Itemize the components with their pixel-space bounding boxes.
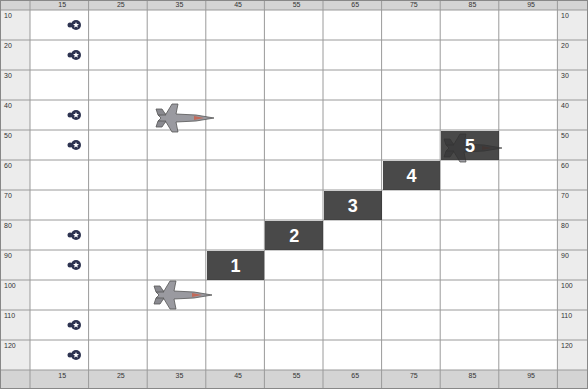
callout-number: 4 <box>406 166 416 186</box>
callout-number: 5 <box>465 136 475 156</box>
column-number: 75 <box>410 372 418 380</box>
row-number: 20 <box>4 42 12 50</box>
column-number: 75 <box>410 1 418 9</box>
numbered-square: 4 <box>383 161 441 190</box>
row-number: 100 <box>4 282 16 290</box>
row-number: 10 <box>561 12 569 20</box>
column-number: 65 <box>351 1 359 9</box>
row-number: 40 <box>4 102 12 110</box>
callout-number: 2 <box>289 226 299 246</box>
row-number: 110 <box>561 312 572 320</box>
numbered-square: 1 <box>207 251 265 280</box>
row-number: 50 <box>561 132 569 140</box>
row-number: 100 <box>561 282 573 290</box>
numbered-square: 2 <box>265 221 323 250</box>
row-number: 20 <box>561 42 569 50</box>
row-number: 60 <box>561 162 569 170</box>
column-number: 45 <box>234 1 242 9</box>
column-number: 55 <box>293 372 301 380</box>
numbered-square: 5 <box>441 131 499 160</box>
column-number: 15 <box>58 1 66 9</box>
row-number: 10 <box>4 12 12 20</box>
row-number: 70 <box>4 192 12 200</box>
column-number: 45 <box>234 372 242 380</box>
row-number: 110 <box>4 312 15 320</box>
column-number: 95 <box>527 372 535 380</box>
column-number: 85 <box>469 372 477 380</box>
column-number: 95 <box>527 1 535 9</box>
row-number: 30 <box>561 72 569 80</box>
row-number: 120 <box>4 342 16 350</box>
row-number: 30 <box>4 72 12 80</box>
row-number: 80 <box>4 222 12 230</box>
column-number: 25 <box>117 372 125 380</box>
row-number: 50 <box>4 132 12 140</box>
row-number: 90 <box>4 252 12 260</box>
row-number: 90 <box>561 252 569 260</box>
row-number: 80 <box>561 222 569 230</box>
column-number: 55 <box>293 1 301 9</box>
column-number: 35 <box>176 372 184 380</box>
row-number: 120 <box>561 342 573 350</box>
row-number: 70 <box>561 192 569 200</box>
row-number: 60 <box>4 162 12 170</box>
callout-number: 3 <box>348 196 358 216</box>
callout-number: 1 <box>231 256 241 276</box>
column-number: 35 <box>176 1 184 9</box>
column-number: 85 <box>469 1 477 9</box>
row-number: 40 <box>561 102 569 110</box>
column-number: 15 <box>58 372 66 380</box>
numbered-square: 3 <box>324 191 382 220</box>
column-number: 25 <box>117 1 125 9</box>
column-number: 65 <box>351 372 359 380</box>
